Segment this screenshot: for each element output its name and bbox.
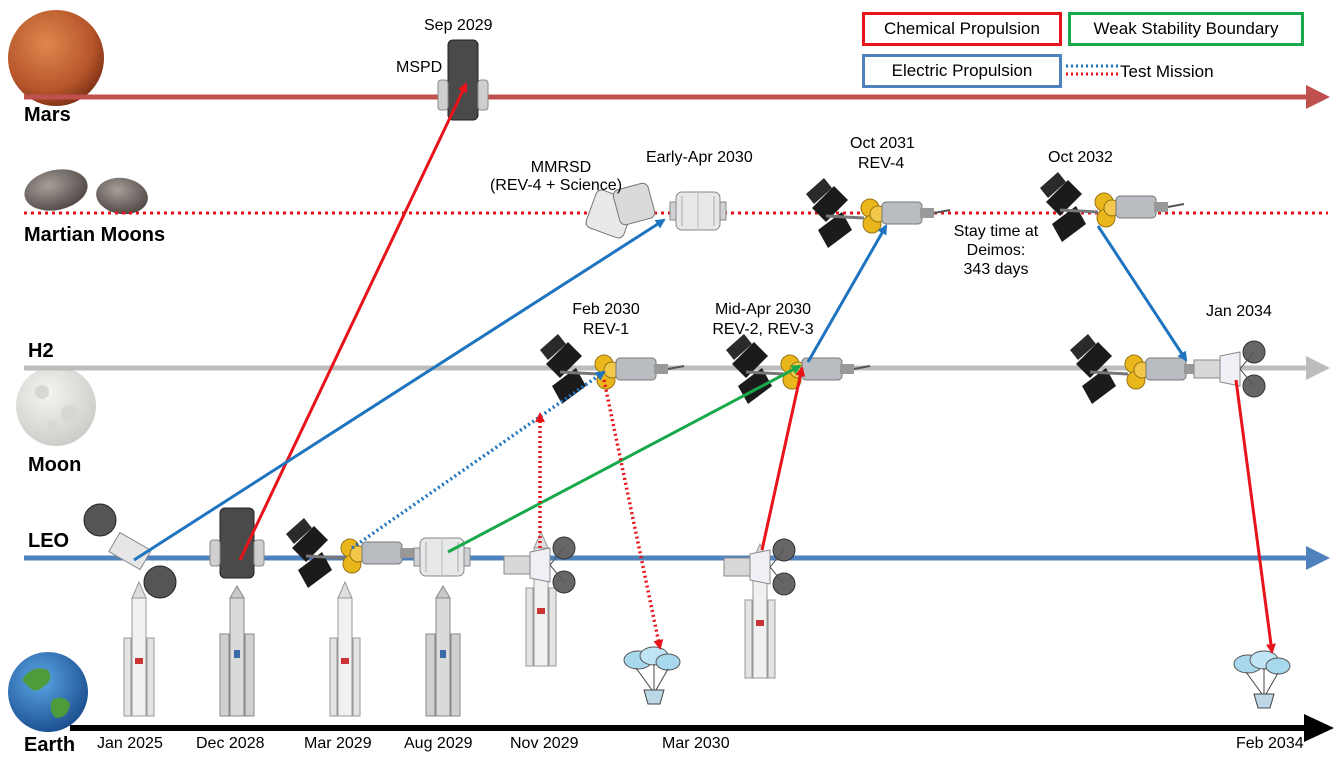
parachute-capsule-icon [1233, 650, 1291, 709]
legend-test-label: Test Mission [1120, 62, 1214, 81]
legend-wsb-label: Weak Stability Boundary [1093, 19, 1279, 38]
event-mmrsd-2: (REV-4 + Science) [489, 177, 623, 194]
moon-icon [16, 366, 96, 446]
launch-date: Nov 2029 [510, 735, 579, 752]
event-jan2034: Jan 2034 [1206, 303, 1272, 320]
event-oct2032: Oct 2032 [1048, 149, 1113, 166]
event-rev4: REV-4 [858, 155, 905, 172]
event-mspd: MSPD [396, 59, 443, 76]
launch-vehicle-icon [425, 585, 461, 717]
mars-timeline [24, 85, 1330, 109]
chemical-trajectory [238, 82, 468, 561]
level-label-h2: H2 [28, 340, 54, 362]
chemical-trajectory [1234, 379, 1276, 654]
event-stay-1: Stay time at [953, 223, 1039, 240]
level-label-mars: Mars [24, 104, 71, 126]
solar-electric-spacecraft-icon [1038, 170, 1186, 244]
orion-with-arrays-icon [83, 503, 177, 599]
launch-date: Dec 2028 [196, 735, 265, 752]
launch-vehicle-icon [329, 581, 361, 717]
launch-date: Aug 2029 [404, 735, 473, 752]
event-sep2029: Sep 2029 [424, 17, 493, 34]
mspd-spacecraft-icon [437, 39, 489, 121]
event-stay-3: 343 days [963, 261, 1029, 278]
event-early-apr-2030: Early-Apr 2030 [646, 149, 753, 166]
launch-vehicle-icon [123, 581, 155, 717]
level-label-leo: LEO [28, 530, 70, 552]
electric-trajectory [133, 218, 666, 562]
event-mmrsd-1: MMRSD [530, 159, 592, 176]
event-rev1: REV-1 [582, 321, 630, 338]
solar-electric-spacecraft-icon [1068, 332, 1216, 406]
test-mission-swatch [1066, 64, 1118, 76]
solar-electric-spacecraft-icon [284, 516, 432, 590]
level-label-martian-moons: Martian Moons [24, 224, 166, 246]
earth-timeline [70, 714, 1334, 742]
parachute-capsule-icon [623, 646, 681, 705]
mmrsd-spacecraft-icon [585, 182, 656, 239]
legend-electric: Electric Propulsion [862, 54, 1062, 88]
launch-vehicle-icon [219, 585, 255, 717]
legend-electric-label: Electric Propulsion [891, 61, 1033, 80]
legend-chemical: Chemical Propulsion [862, 12, 1062, 46]
electric-trajectory [1096, 225, 1188, 362]
event-mid-apr-2030: Mid-Apr 2030 [714, 301, 812, 318]
mspd-spacecraft-icon [209, 507, 265, 579]
event-rev23: REV-2, REV-3 [712, 321, 814, 338]
launch-date: Feb 2034 [1236, 735, 1304, 752]
test-trajectory [350, 370, 606, 550]
launch-date: Jan 2025 [97, 735, 163, 752]
legend-chemical-label: Chemical Propulsion [884, 19, 1040, 38]
earth-icon [8, 652, 88, 732]
electric-trajectory [806, 224, 888, 363]
event-oct2031: Oct 2031 [850, 135, 915, 152]
wsb-trajectory [447, 364, 802, 554]
launch-date: Mar 2030 [662, 735, 730, 752]
chemical-trajectory [760, 366, 806, 551]
level-label-moon: Moon [28, 454, 82, 476]
mars-icon [8, 10, 104, 106]
event-feb2030: Feb 2030 [572, 301, 640, 318]
launch-date: Mar 2029 [304, 735, 372, 752]
solar-electric-spacecraft-icon [538, 332, 686, 406]
legend-wsb: Weak Stability Boundary [1068, 12, 1304, 46]
level-label-earth: Earth [24, 734, 76, 756]
event-stay-2: Deimos: [966, 242, 1026, 259]
habitat-module-icon [669, 191, 727, 231]
test-trajectory [602, 379, 664, 650]
phobos-deimos-icon [24, 169, 148, 215]
